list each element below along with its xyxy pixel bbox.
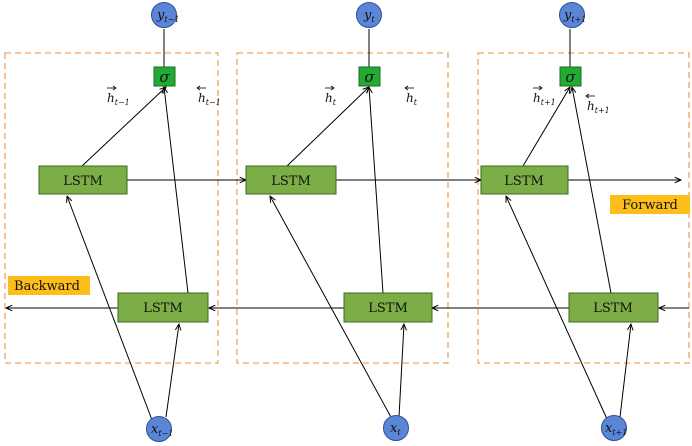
forward-lstm-1-label: LSTM xyxy=(63,174,103,189)
svg-text:ht+1: ht+1 xyxy=(533,91,556,107)
h-backward-1: ht−1 xyxy=(196,85,221,107)
h-forward-2: ht xyxy=(325,85,337,107)
h-backward-2-letter: h xyxy=(406,91,414,105)
backward-to-sigma-2 xyxy=(369,87,384,294)
output-nodes: yt−1 yt yt+1 xyxy=(151,2,586,28)
h-backward-3: ht+1 xyxy=(585,93,610,115)
output-2-sub: t xyxy=(371,15,375,24)
output-2-letter: y xyxy=(363,8,372,23)
input-to-forward-2 xyxy=(270,196,393,420)
hidden-state-labels: ht−1 ht−1 ht ht ht+1 ht+1 xyxy=(107,85,610,115)
forward-lstm-3: LSTM xyxy=(480,165,569,195)
sigma-row: σ σ σ xyxy=(153,66,582,87)
input-3-letter: x xyxy=(605,421,613,436)
svg-text:xt: xt xyxy=(390,421,401,437)
backward-lstm-1: LSTM xyxy=(117,292,209,323)
input-node-3: xt+1 xyxy=(601,415,627,441)
input-2-letter: x xyxy=(390,421,398,436)
forward-lstm-row: LSTM LSTM LSTM xyxy=(38,165,569,195)
backward-lstm-2: LSTM xyxy=(343,292,433,323)
h-forward-1-letter: h xyxy=(107,91,115,105)
h-backward-1-letter: h xyxy=(198,91,206,105)
sigma-1-label: σ xyxy=(159,68,170,86)
sigma-3-label: σ xyxy=(565,68,576,86)
step-frame-1 xyxy=(4,52,219,364)
svg-text:ht: ht xyxy=(406,91,418,107)
input-to-backward-3 xyxy=(619,324,631,418)
h-forward-3: ht+1 xyxy=(533,85,556,107)
h-forward-3-sub: t+1 xyxy=(541,98,556,107)
svg-text:yt+1: yt+1 xyxy=(563,8,586,24)
backward-lstm-3-label: LSTM xyxy=(593,301,633,316)
input-to-forward-1 xyxy=(67,196,153,421)
input-to-backward-2 xyxy=(398,324,404,418)
forward-label: Forward xyxy=(622,198,678,213)
forward-to-sigma-2 xyxy=(286,87,369,167)
h-backward-2: ht xyxy=(404,85,418,107)
backward-to-sigma-3 xyxy=(572,87,612,294)
h-backward-1-sub: t−1 xyxy=(206,98,221,107)
svg-text:ht: ht xyxy=(325,91,337,107)
step-frame-2 xyxy=(236,52,449,364)
output-1-letter: y xyxy=(156,8,165,23)
h-forward-1-sub: t−1 xyxy=(115,98,130,107)
svg-text:xt+1: xt+1 xyxy=(605,421,627,437)
sigma-2-label: σ xyxy=(364,68,375,86)
input-to-forward-3 xyxy=(506,196,608,420)
input-nodes: xt−1 xt xt+1 xyxy=(146,415,627,442)
input-2-sub: t xyxy=(397,428,401,437)
output-node-3: yt+1 xyxy=(559,2,586,28)
sigma-box-2: σ xyxy=(358,66,381,87)
input-to-backward-1 xyxy=(165,324,179,418)
h-forward-1: ht−1 xyxy=(107,85,130,107)
backward-label: Backward xyxy=(14,279,80,294)
svg-text:xt−1: xt−1 xyxy=(151,422,173,438)
output-1-sub: t−1 xyxy=(164,15,179,24)
h-backward-2-sub: t xyxy=(414,98,418,107)
input-3-sub: t+1 xyxy=(612,428,627,437)
h-backward-3-sub: t+1 xyxy=(595,106,610,115)
backward-lstm-row: LSTM LSTM LSTM xyxy=(117,292,659,323)
h-backward-3-letter: h xyxy=(587,99,595,113)
forward-lstm-2-label: LSTM xyxy=(271,174,311,189)
svg-text:yt: yt xyxy=(363,8,375,24)
forward-lstm-3-label: LSTM xyxy=(504,174,544,189)
h-forward-3-letter: h xyxy=(533,91,541,105)
forward-lstm-2: LSTM xyxy=(245,165,337,195)
input-1-letter: x xyxy=(151,422,159,437)
h-forward-2-letter: h xyxy=(325,91,333,105)
h-forward-2-sub: t xyxy=(333,98,337,107)
forward-to-sigma-1 xyxy=(81,87,166,167)
backward-badge: Backward xyxy=(8,276,90,295)
backward-lstm-1-label: LSTM xyxy=(143,301,183,316)
forward-lstm-1: LSTM xyxy=(38,165,128,195)
sigma-box-3: σ xyxy=(559,66,582,87)
svg-text:ht−1: ht−1 xyxy=(107,91,130,107)
svg-text:ht−1: ht−1 xyxy=(198,91,221,107)
backward-lstm-2-label: LSTM xyxy=(368,301,408,316)
input-node-1: xt−1 xyxy=(146,416,173,442)
output-3-sub: t+1 xyxy=(571,15,586,24)
backward-lstm-3: LSTM xyxy=(568,292,659,323)
svg-text:yt−1: yt−1 xyxy=(156,8,179,24)
svg-text:ht+1: ht+1 xyxy=(587,99,610,115)
output-node-1: yt−1 xyxy=(151,2,179,28)
output-node-2: yt xyxy=(356,2,382,28)
sigma-box-1: σ xyxy=(153,66,176,87)
input-1-sub: t−1 xyxy=(158,429,173,438)
output-3-letter: y xyxy=(563,8,572,23)
backward-to-sigma-1 xyxy=(164,87,189,294)
forward-badge: Forward xyxy=(610,195,690,214)
forward-to-sigma-3 xyxy=(522,87,570,167)
connections xyxy=(67,29,631,421)
input-node-2: xt xyxy=(383,415,409,441)
